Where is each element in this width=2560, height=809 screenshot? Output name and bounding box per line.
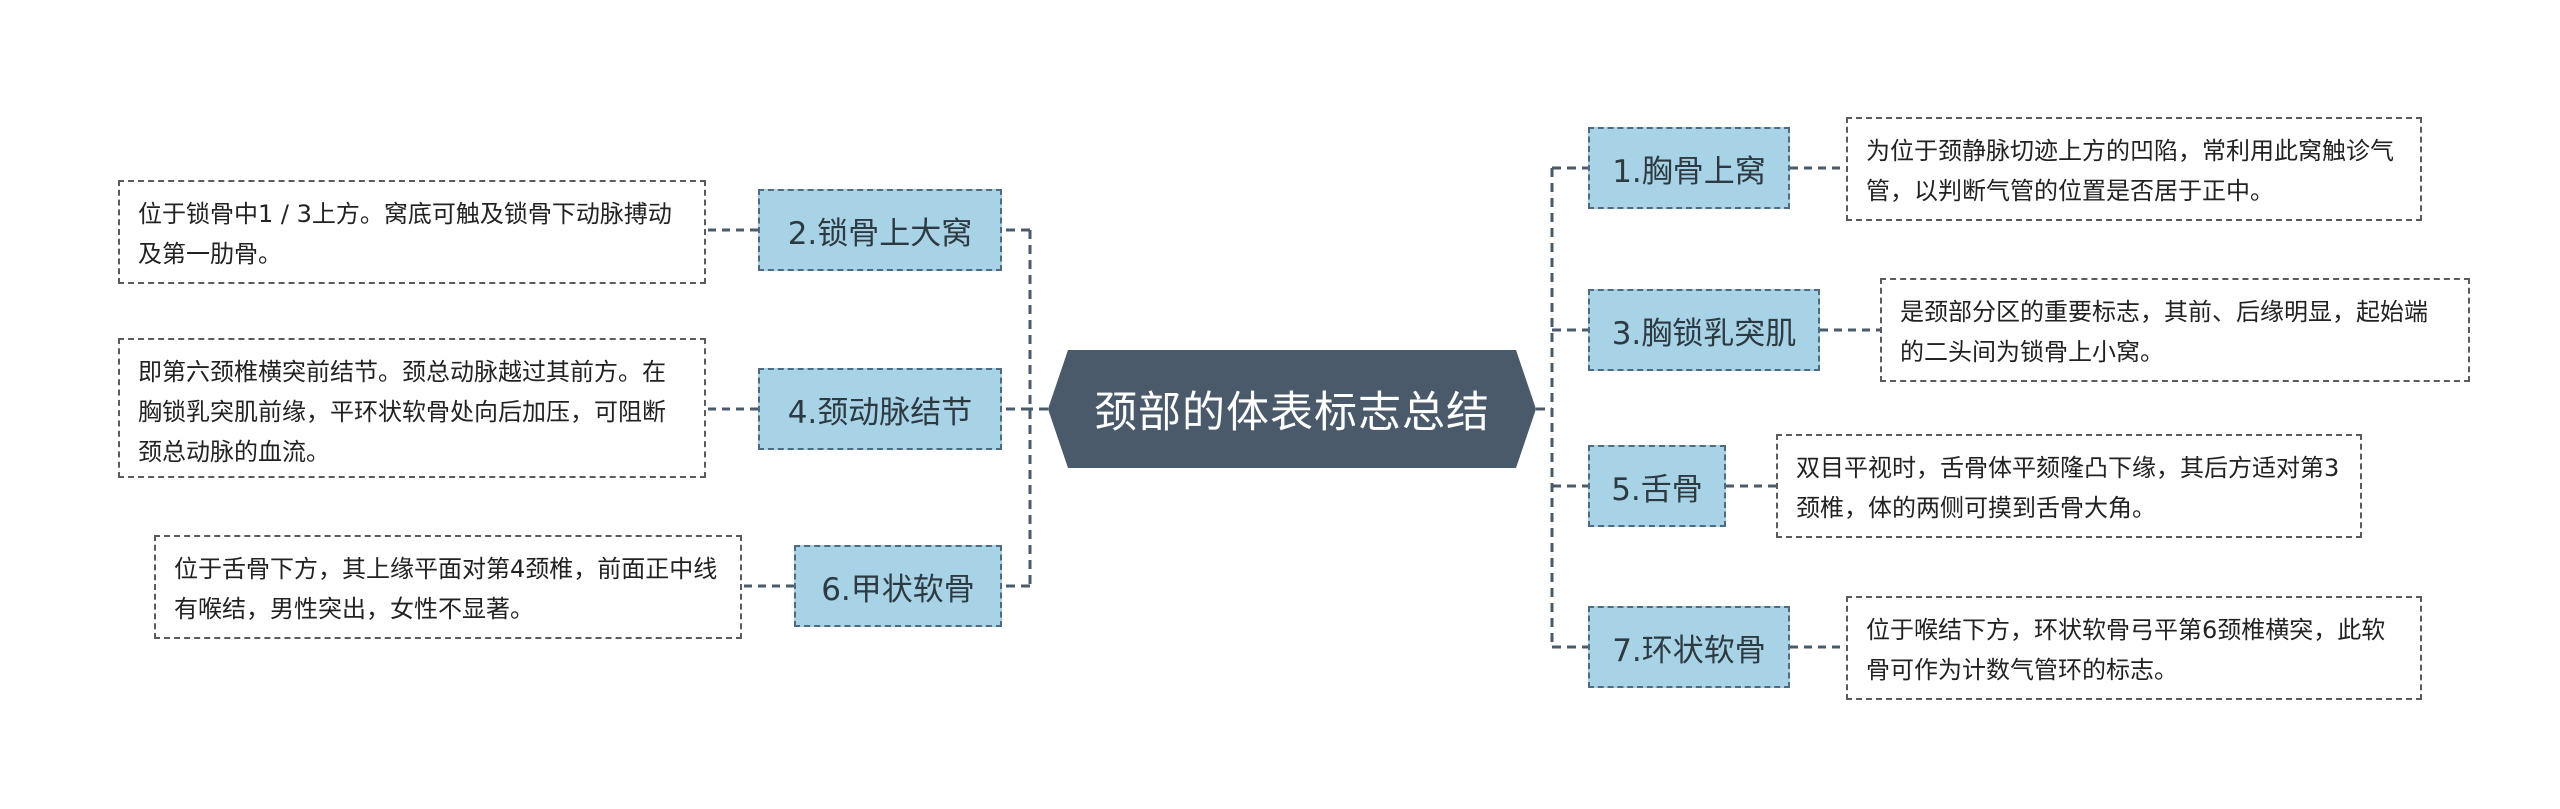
note-5: 双目平视时，舌骨体平颏隆凸下缘，其后方适对第3颈椎，体的两侧可摸到舌骨大角。 [1776, 434, 2362, 538]
note-4: 即第六颈椎横突前结节。颈总动脉越过其前方。在胸锁乳突肌前缘，平环状软骨处向后加压… [118, 338, 706, 478]
topic-6-label: 6.甲状软骨 [821, 571, 975, 608]
note-6-text: 位于舌骨下方，其上缘平面对第4颈椎，前面正中线有喉结，男性突出，女性不显著。 [174, 555, 718, 623]
note-6: 位于舌骨下方，其上缘平面对第4颈椎，前面正中线有喉结，男性突出，女性不显著。 [154, 535, 742, 639]
topic-5-label: 5.舌骨 [1611, 471, 1703, 508]
note-3: 是颈部分区的重要标志，其前、后缘明显，起始端的二头间为锁骨上小窝。 [1880, 278, 2470, 382]
topic-3[interactable]: 3.胸锁乳突肌 [1588, 289, 1820, 371]
topic-6[interactable]: 6.甲状软骨 [794, 545, 1002, 627]
central-topic-title: 颈部的体表标志总结 [1094, 388, 1490, 438]
note-4-text: 即第六颈椎横突前结节。颈总动脉越过其前方。在胸锁乳突肌前缘，平环状软骨处向后加压… [138, 358, 666, 466]
note-1-text: 为位于颈静脉切迹上方的凹陷，常利用此窝触诊气管，以判断气管的位置是否居于正中。 [1866, 137, 2394, 205]
topic-3-label: 3.胸锁乳突肌 [1611, 315, 1797, 352]
topic-7-label: 7.环状软骨 [1612, 632, 1766, 669]
topic-7[interactable]: 7.环状软骨 [1588, 606, 1790, 688]
topic-2[interactable]: 2.锁骨上大窝 [758, 189, 1002, 271]
connector-right-trunk [1536, 168, 1554, 647]
topic-4-label: 4.颈动脉结节 [787, 394, 973, 431]
central-topic[interactable]: 颈部的体表标志总结 [1048, 350, 1536, 468]
note-3-text: 是颈部分区的重要标志，其前、后缘明显，起始端的二头间为锁骨上小窝。 [1900, 298, 2428, 366]
topic-1-label: 1.胸骨上窝 [1612, 153, 1766, 190]
topic-5[interactable]: 5.舌骨 [1588, 445, 1726, 527]
note-7-text: 位于喉结下方，环状软骨弓平第6颈椎横突，此软骨可作为计数气管环的标志。 [1866, 616, 2386, 684]
note-1: 为位于颈静脉切迹上方的凹陷，常利用此窝触诊气管，以判断气管的位置是否居于正中。 [1846, 117, 2422, 221]
connector-left-trunk [1028, 230, 1048, 586]
note-7: 位于喉结下方，环状软骨弓平第6颈椎横突，此软骨可作为计数气管环的标志。 [1846, 596, 2422, 700]
note-2: 位于锁骨中1 / 3上方。窝底可触及锁骨下动脉搏动及第一肋骨。 [118, 180, 706, 284]
topic-2-label: 2.锁骨上大窝 [787, 215, 973, 252]
topic-1[interactable]: 1.胸骨上窝 [1588, 127, 1790, 209]
central-topic-shape [1048, 350, 1536, 468]
note-5-text: 双目平视时，舌骨体平颏隆凸下缘，其后方适对第3颈椎，体的两侧可摸到舌骨大角。 [1796, 454, 2340, 522]
topic-4[interactable]: 4.颈动脉结节 [758, 368, 1002, 450]
note-2-text: 位于锁骨中1 / 3上方。窝底可触及锁骨下动脉搏动及第一肋骨。 [138, 200, 672, 268]
